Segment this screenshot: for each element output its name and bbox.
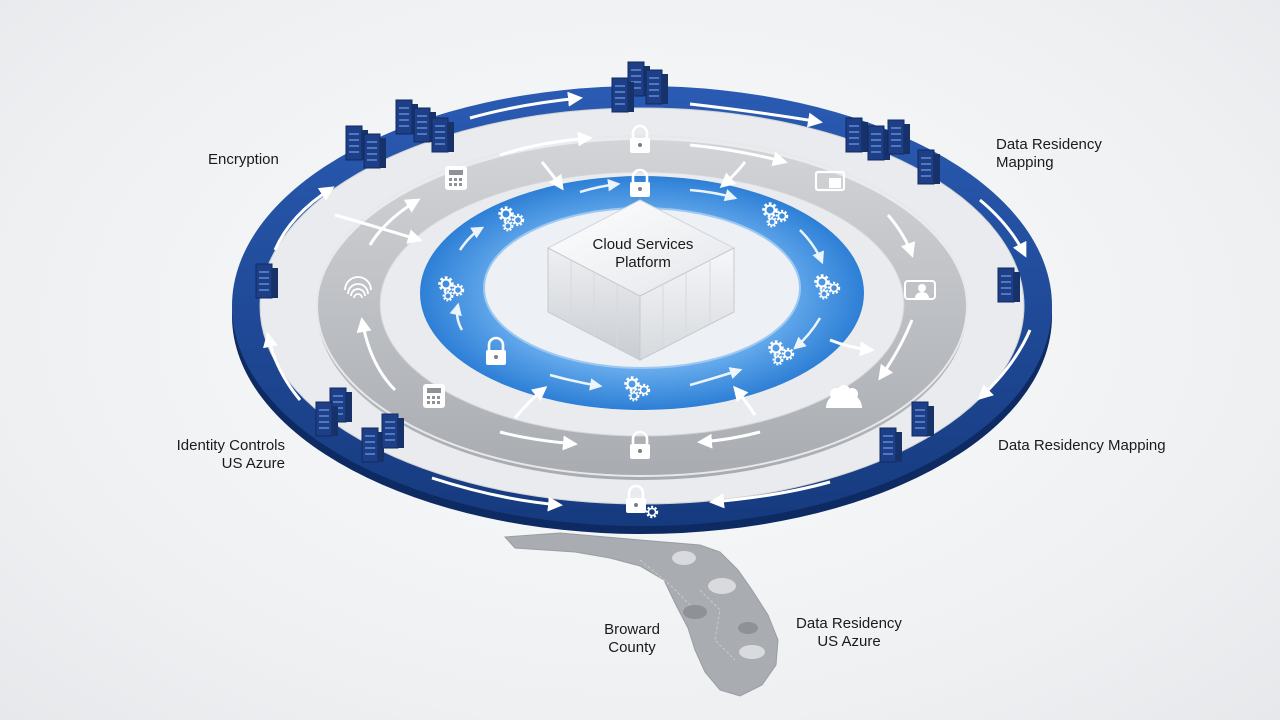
cloud-icon <box>672 551 696 565</box>
label-identity: Identity Controls US Azure <box>166 437 285 473</box>
middle-ring-arrows <box>334 131 916 451</box>
label-residency-top-right-line1: Data Residency <box>996 136 1102 153</box>
server-rack-icon <box>645 69 669 105</box>
server-rack-icon <box>381 413 405 449</box>
server-rack-icon <box>911 401 935 437</box>
label-identity-line2: US Azure <box>221 455 285 472</box>
outer-ring-arrows <box>263 91 1032 512</box>
label-encryption: Encryption <box>208 151 279 169</box>
fingerprint-icon <box>344 276 372 299</box>
server-rack-icon <box>917 149 941 185</box>
label-broward-line1: Broward <box>604 621 660 638</box>
user-id-icon <box>904 280 936 300</box>
calculator-icon <box>423 384 445 408</box>
label-residency-bottom: Data Residency US Azure <box>793 615 905 651</box>
cloud-platform-cube <box>546 199 736 361</box>
label-broward: Broward County <box>598 621 666 657</box>
server-rack-icon <box>611 77 635 113</box>
label-residency-top-right: Data Residency Mapping <box>996 136 1102 172</box>
label-residency-bottom-line2: US Azure <box>817 633 881 650</box>
label-residency-top-right-line2: Mapping <box>996 154 1054 171</box>
center-label: Cloud Services Platform <box>548 236 738 272</box>
server-rack-icon <box>255 263 279 299</box>
cloud-icon <box>708 578 736 594</box>
inner-ring-arrows <box>449 178 824 391</box>
server-rack-icon <box>997 267 1021 303</box>
cloud-icon <box>683 605 707 619</box>
label-residency-right-text: Data Residency Mapping <box>998 437 1166 454</box>
server-rack-icon <box>315 401 339 437</box>
cloud-icon <box>739 645 765 659</box>
server-rack-icon <box>879 427 903 463</box>
server-rack-icon <box>845 117 869 153</box>
label-identity-line1: Identity Controls <box>176 437 285 454</box>
calculator-icon <box>445 166 467 190</box>
server-rack-icon <box>361 427 385 463</box>
label-residency-right: Data Residency Mapping <box>998 437 1166 455</box>
users-icon <box>826 385 862 408</box>
label-encryption-text: Encryption <box>208 151 279 168</box>
server-rack-icon <box>363 133 387 169</box>
middle-ring-icons <box>344 124 936 461</box>
florida-map <box>503 532 779 697</box>
cloud-icon <box>738 622 758 634</box>
folder-lock-icon <box>814 170 846 192</box>
server-rack-icon <box>887 119 911 155</box>
server-rack-icon <box>867 125 891 161</box>
label-broward-line2: County <box>608 639 656 656</box>
center-label-line2: Platform <box>615 254 671 271</box>
label-residency-bottom-line1: Data Residency <box>796 615 902 632</box>
center-label-line1: Cloud Services <box>592 236 694 253</box>
server-rack-icon <box>431 117 455 153</box>
